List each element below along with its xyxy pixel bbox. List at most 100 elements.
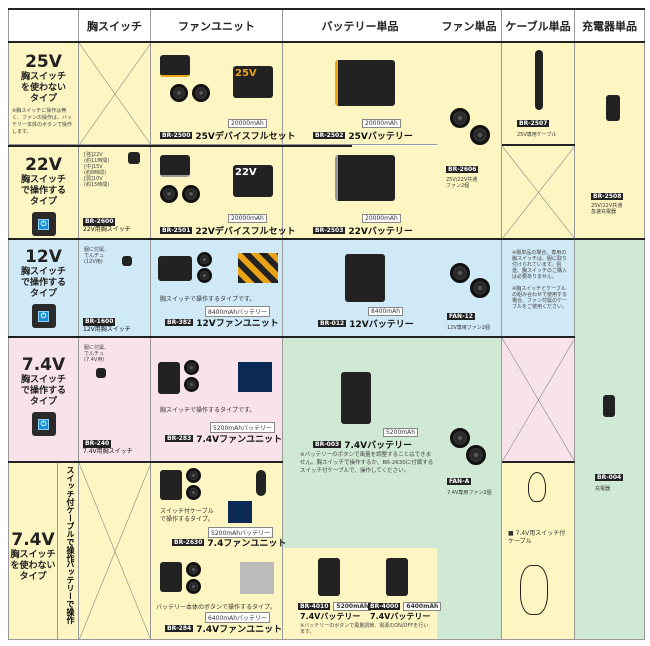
product-fan-12[interactable]: FAN-12 [447,313,475,320]
header-chest-switch: 胸スイッチ [79,10,151,42]
unit-desc: 胸スイッチで操作するタイプです。 [160,296,256,303]
header-cable: ケーブル単品 [502,10,575,42]
package-image [238,253,278,283]
not-available-mark [501,145,576,240]
battery-name: 7.4Vバッテリー [300,612,361,621]
fan-image [197,252,212,267]
fan-image [470,125,490,145]
header-fan-unit: ファンユニット [151,10,283,42]
not-available-mark [78,42,152,146]
battery-image [160,562,182,592]
fan-image [184,377,199,392]
fan-image [450,108,470,128]
battery-image [160,470,182,500]
capacity-tag: 20000mAh [228,119,267,128]
fan-image [160,185,178,203]
capacity-tag: 20000mAh [362,214,401,223]
battery-image [158,362,180,394]
fan-image [450,428,470,448]
capacity-tag: 20000mAh [228,214,267,223]
fan-image [186,468,201,483]
switch-desc: 服に付属、 でんチュ (7.4V用) [84,345,110,363]
package-image [238,362,272,392]
battery-25v-image [335,60,395,106]
battery-image [160,55,190,77]
sub-label-battery-operated: バッテリーで操作 [66,560,75,624]
product-br-2507[interactable]: BR-2507 [517,120,550,127]
capacity-tag: 5200mAhバッテリー [208,527,274,538]
switch-desc: [強]22V (約11時間) [中]15V (約8時間) [弱]10V (約15… [84,152,110,188]
capacity-tag: 5200mAh [383,428,419,437]
cable-image [535,50,543,110]
fan-desc: 7.4V専用ファン2個 [447,490,492,496]
power-switch-icon: ⏻ [31,412,56,436]
fan-image [470,278,490,298]
cable-desc: 25V専用ケーブル [517,132,557,138]
battery-image [158,256,192,281]
fan-desc: 12V専用ファン2個 [447,325,490,331]
unit-desc: スイッチ付ケーブル で操作するタイプ。 [160,508,214,523]
chest-switch-image [128,152,140,164]
fan-image [192,84,210,102]
battery-22v-image [335,155,395,201]
header-fan: ファン単品 [437,10,502,42]
capacity-tag: 8400mAhバッテリー [205,306,271,317]
not-available-mark [78,462,152,641]
package-image: 25V [233,66,273,98]
switch-cable-image [256,470,266,496]
product-br-2508[interactable]: BR-2508 [591,193,624,200]
battery-7-4v-image [341,372,371,424]
product-br-004[interactable]: BR-004 [595,474,624,481]
battery-image [318,558,340,596]
product-fan-a[interactable]: FAN-A [447,478,472,485]
unit-desc: 胸スイッチで操作するタイプです。 [160,407,256,414]
package-image: 22V [233,165,273,197]
capacity-tag: 20000mAh [362,119,401,128]
fan-image [450,263,470,283]
battery-name: 7.4Vバッテリー [370,612,431,621]
fan-image [182,185,200,203]
battery-note: ※バッテリーのボタンで風量調節、電源のON/OFFを行います。 [300,623,429,635]
fan-image [186,485,201,500]
product-br-2606[interactable]: BR-2606 [446,166,479,173]
capacity-tag: 6400mAhバッテリー [205,612,271,623]
fan-image [186,562,201,577]
battery-image [160,155,190,177]
package-image [228,501,252,523]
package-image [240,562,274,594]
fan-image [184,360,199,375]
fan-image [466,445,486,465]
fan-image [170,84,188,102]
fan-image [197,268,212,283]
charger-desc: 充電器 [595,486,611,492]
battery-image [386,558,408,596]
sub-label-cable-operated: スイッチ付ケーブルで操作 [66,466,75,562]
cable-note: ※服単品の場合、専用の胸スイッチは、服に取り付けられています。別途、胸スイッチの… [512,250,568,310]
capacity-tag: 5200mAhバッテリー [210,422,276,433]
fan-image [186,579,201,594]
not-available-mark [501,337,576,463]
power-switch-icon: ⏻ [31,304,56,328]
power-switch-icon: ⏻ [31,212,56,236]
switch-cable-image [528,472,546,502]
